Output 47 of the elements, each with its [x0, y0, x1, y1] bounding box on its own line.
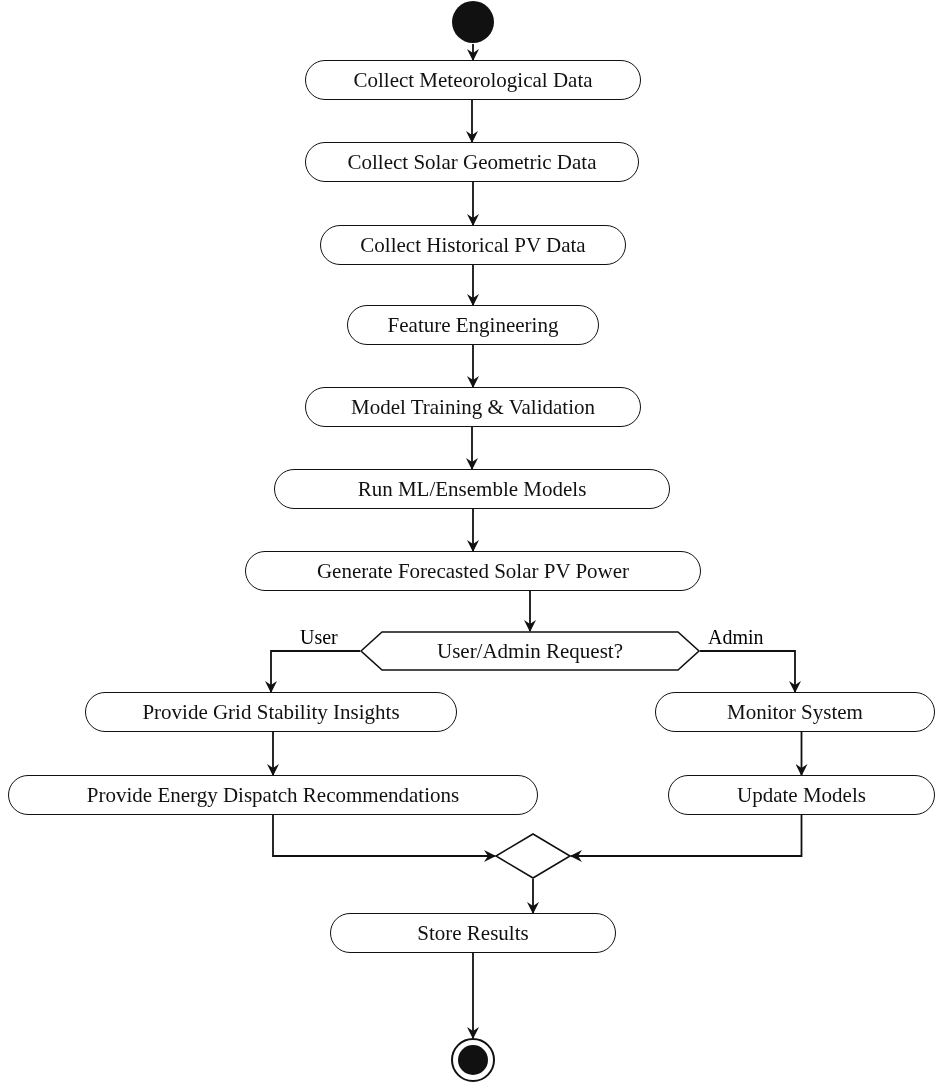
decision-node — [360, 631, 700, 671]
arrow — [467, 344, 479, 388]
activity-label: Store Results — [417, 920, 529, 946]
activity-box — [245, 551, 701, 591]
arrow — [265, 650, 361, 693]
activity-box — [655, 692, 935, 732]
activity-label: Collect Historical PV Data — [360, 232, 586, 258]
activity-box — [330, 913, 616, 953]
activity-label: Run ML/Ensemble Models — [357, 476, 587, 502]
activity-label: User/Admin Request? — [436, 638, 623, 664]
activity-box — [85, 692, 457, 732]
edge-label: Admin — [706, 627, 766, 647]
activity-box — [8, 775, 538, 815]
arrow — [267, 731, 279, 776]
activity-box — [320, 225, 626, 265]
activity-label: Monitor System — [727, 699, 863, 725]
arrow — [467, 508, 479, 552]
activity-box — [668, 775, 935, 815]
activity-box — [347, 305, 599, 345]
arrow — [524, 590, 536, 632]
arrow — [272, 814, 496, 862]
activity-label: Provide Grid Stability Insights — [142, 699, 400, 725]
activity-label: Generate Forecasted Solar PV Power — [316, 558, 630, 584]
arrow — [527, 878, 539, 914]
activity-box — [305, 387, 641, 427]
arrow — [466, 99, 478, 143]
arrow — [467, 264, 479, 306]
arrow — [467, 181, 479, 226]
edge-label: User — [298, 627, 340, 647]
arrow — [699, 650, 801, 693]
activity-label: Feature Engineering — [387, 312, 559, 338]
activity-label: Collect Solar Geometric Data — [347, 149, 597, 175]
activity-label: Collect Meteorological Data — [353, 67, 593, 93]
activity-label: Update Models — [737, 782, 866, 808]
arrow — [467, 43, 479, 61]
activity-box — [274, 469, 670, 509]
activity-label: Model Training & Validation — [350, 394, 595, 420]
arrow — [570, 814, 803, 862]
activity-box — [305, 142, 639, 182]
arrow — [466, 426, 478, 470]
activity-box — [305, 60, 641, 100]
activity-label: Provide Energy Dispatch Recommendations — [86, 782, 460, 808]
merge-diamond — [495, 833, 571, 879]
final-node — [451, 1038, 495, 1082]
initial-node — [451, 0, 495, 44]
arrow — [795, 731, 808, 776]
arrow — [467, 952, 479, 1039]
